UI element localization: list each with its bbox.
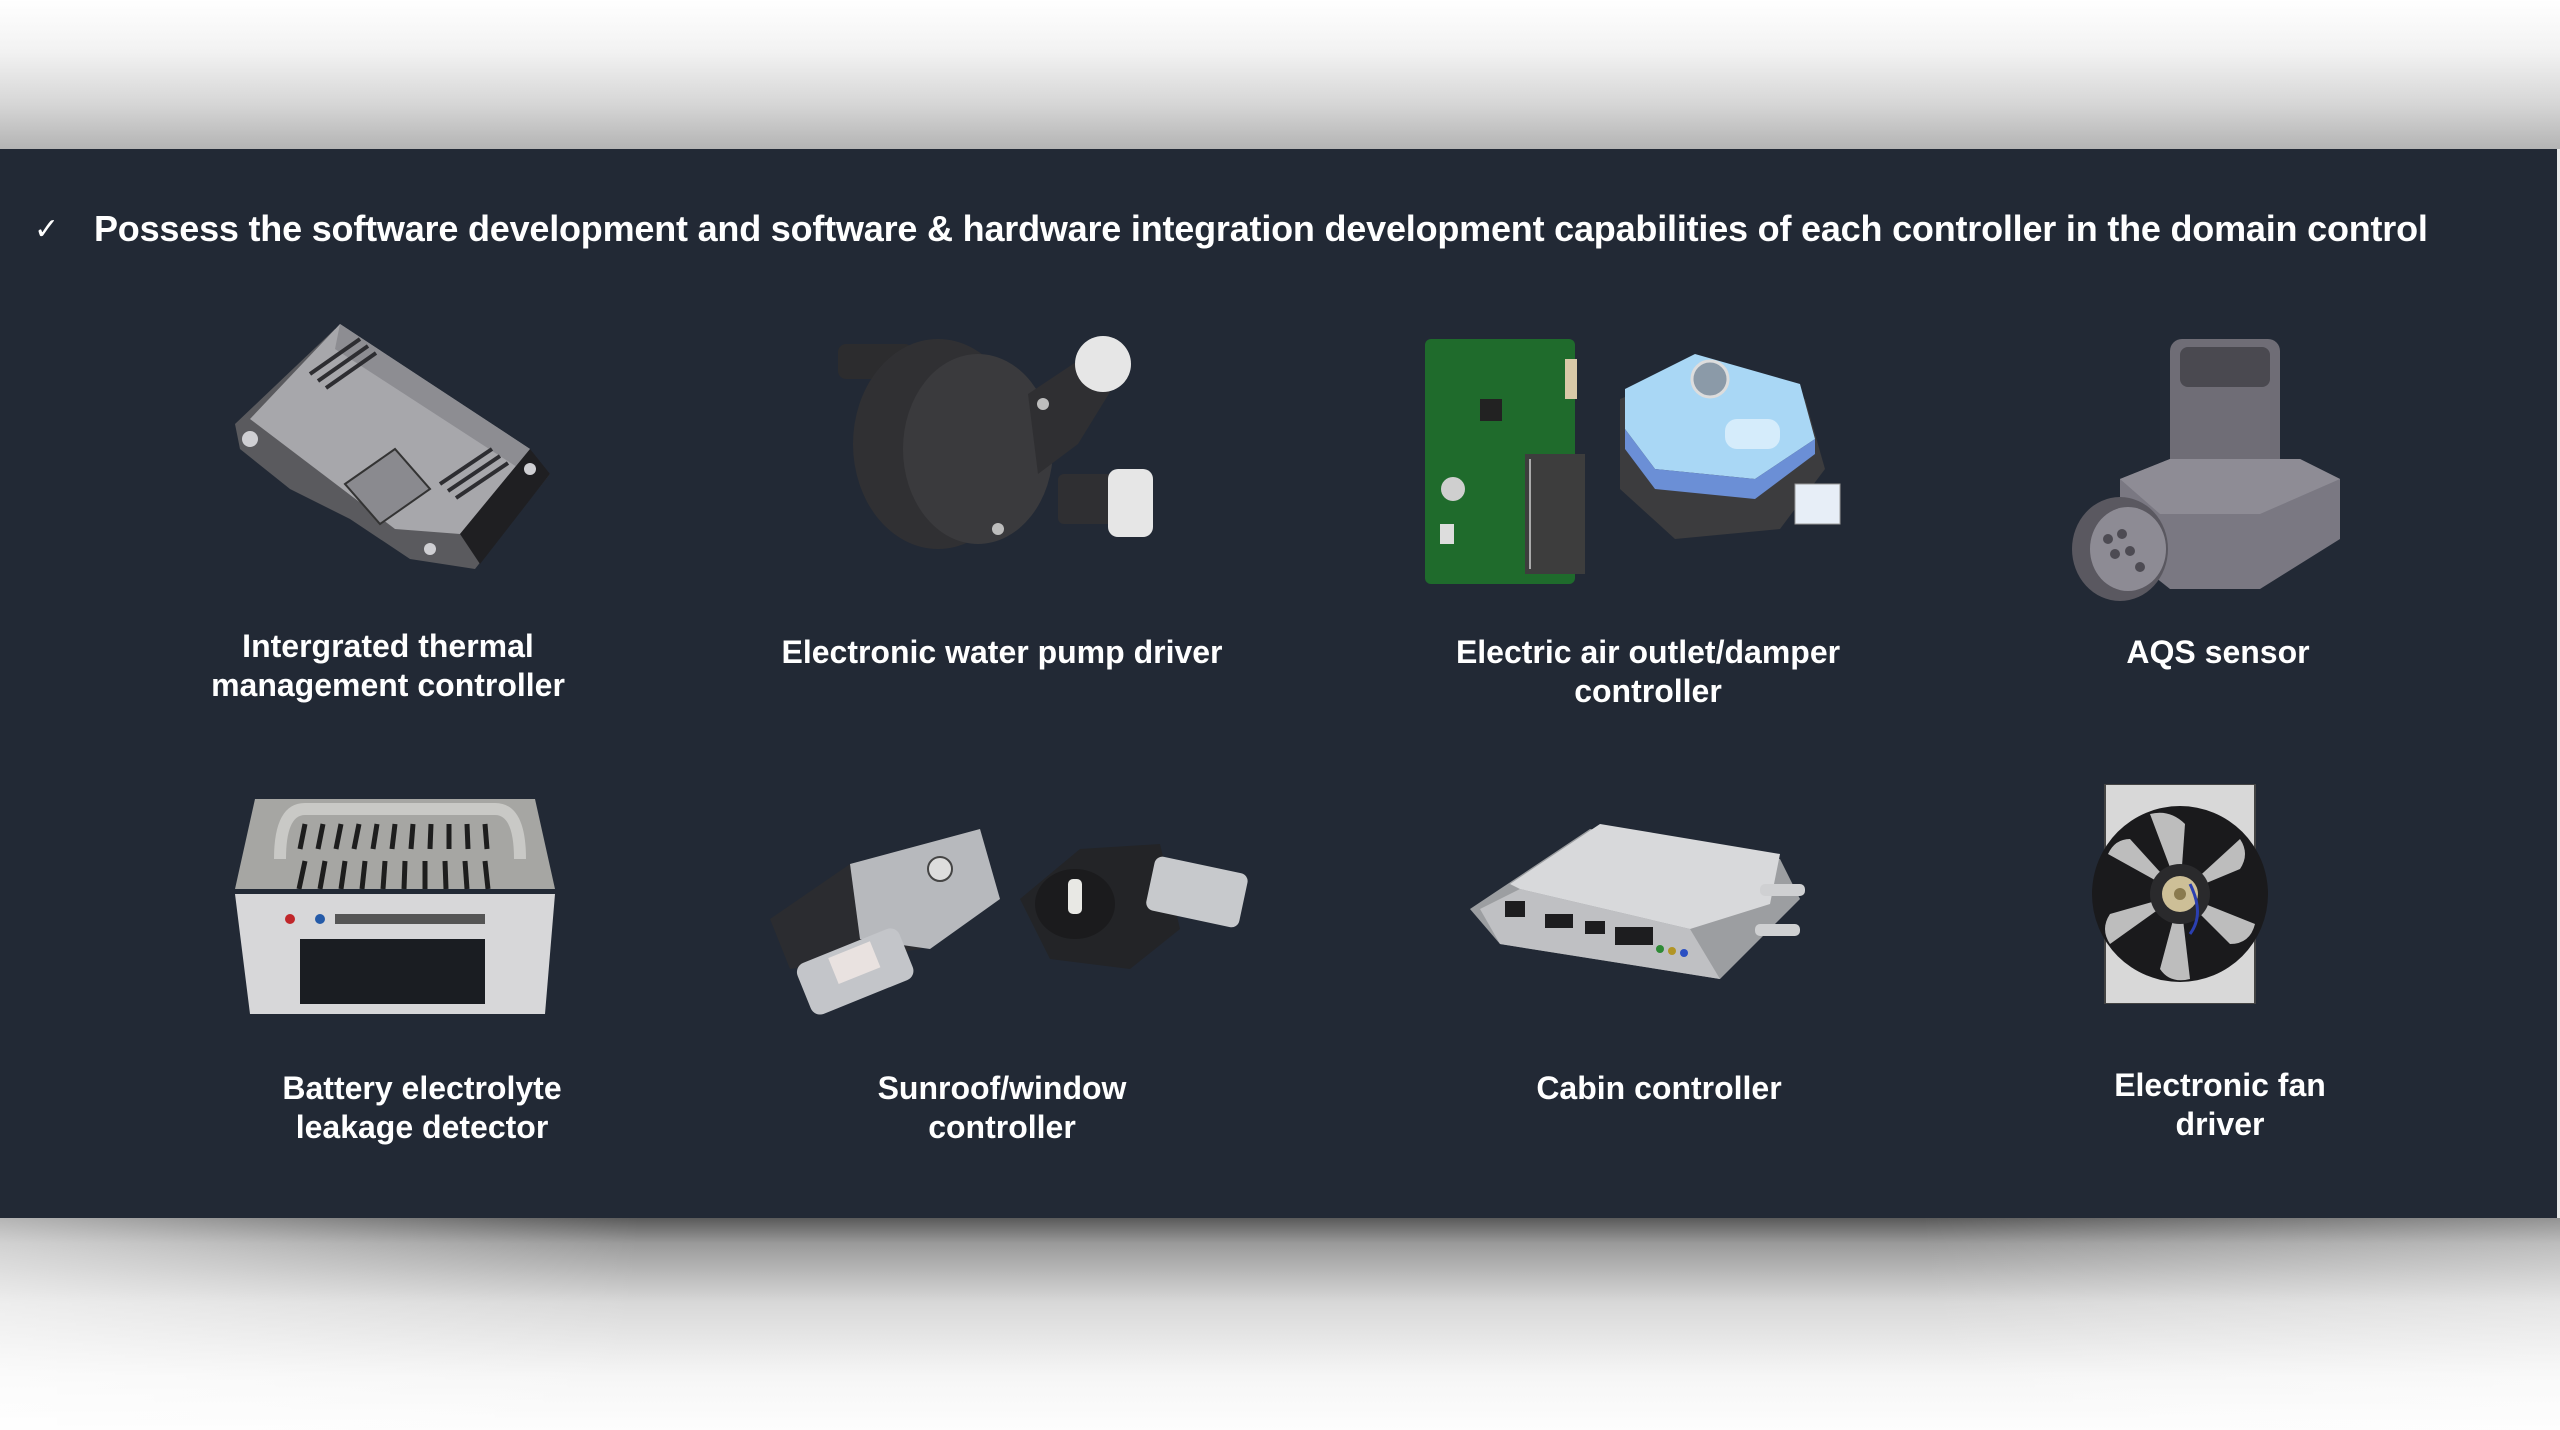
panel-right-edge	[2557, 149, 2560, 1218]
caption-leakage-detector: Battery electrolyte leakage detector	[282, 1070, 562, 1145]
top-shadow	[0, 0, 2560, 149]
headline: ✓ Possess the software development and s…	[34, 199, 2428, 259]
caption-damper-controller: Electric air outlet/damper controller	[1455, 634, 1841, 709]
sunroof-window-controller-image	[770, 829, 1248, 1015]
checkmark-icon: ✓	[34, 211, 60, 247]
water-pump-image	[838, 336, 1153, 549]
fan-driver-image	[2092, 784, 2268, 1004]
caption-water-pump-driver: Electronic water pump driver	[781, 634, 1223, 670]
caption-cabin-controller: Cabin controller	[1536, 1070, 1782, 1106]
caption-sunroof-window-controller: Sunroof/window controller	[877, 1070, 1127, 1145]
aqs-sensor-image	[2072, 339, 2340, 601]
cabin-controller-image	[1470, 824, 1805, 979]
headline-text: Possess the software development and sof…	[94, 208, 2428, 249]
bottom-shadow	[0, 1218, 2560, 1430]
thermal-management-controller-image	[235, 324, 550, 569]
leakage-detector-image	[235, 799, 555, 1014]
caption-aqs-sensor: AQS sensor	[2126, 634, 2310, 670]
slide-panel: ✓ Possess the software development and s…	[0, 149, 2557, 1218]
damper-controller-image	[1425, 339, 1841, 584]
caption-fan-driver: Electronic fan driver	[2114, 1067, 2326, 1142]
caption-thermal-management-controller: Intergrated thermal management controlle…	[211, 628, 565, 703]
